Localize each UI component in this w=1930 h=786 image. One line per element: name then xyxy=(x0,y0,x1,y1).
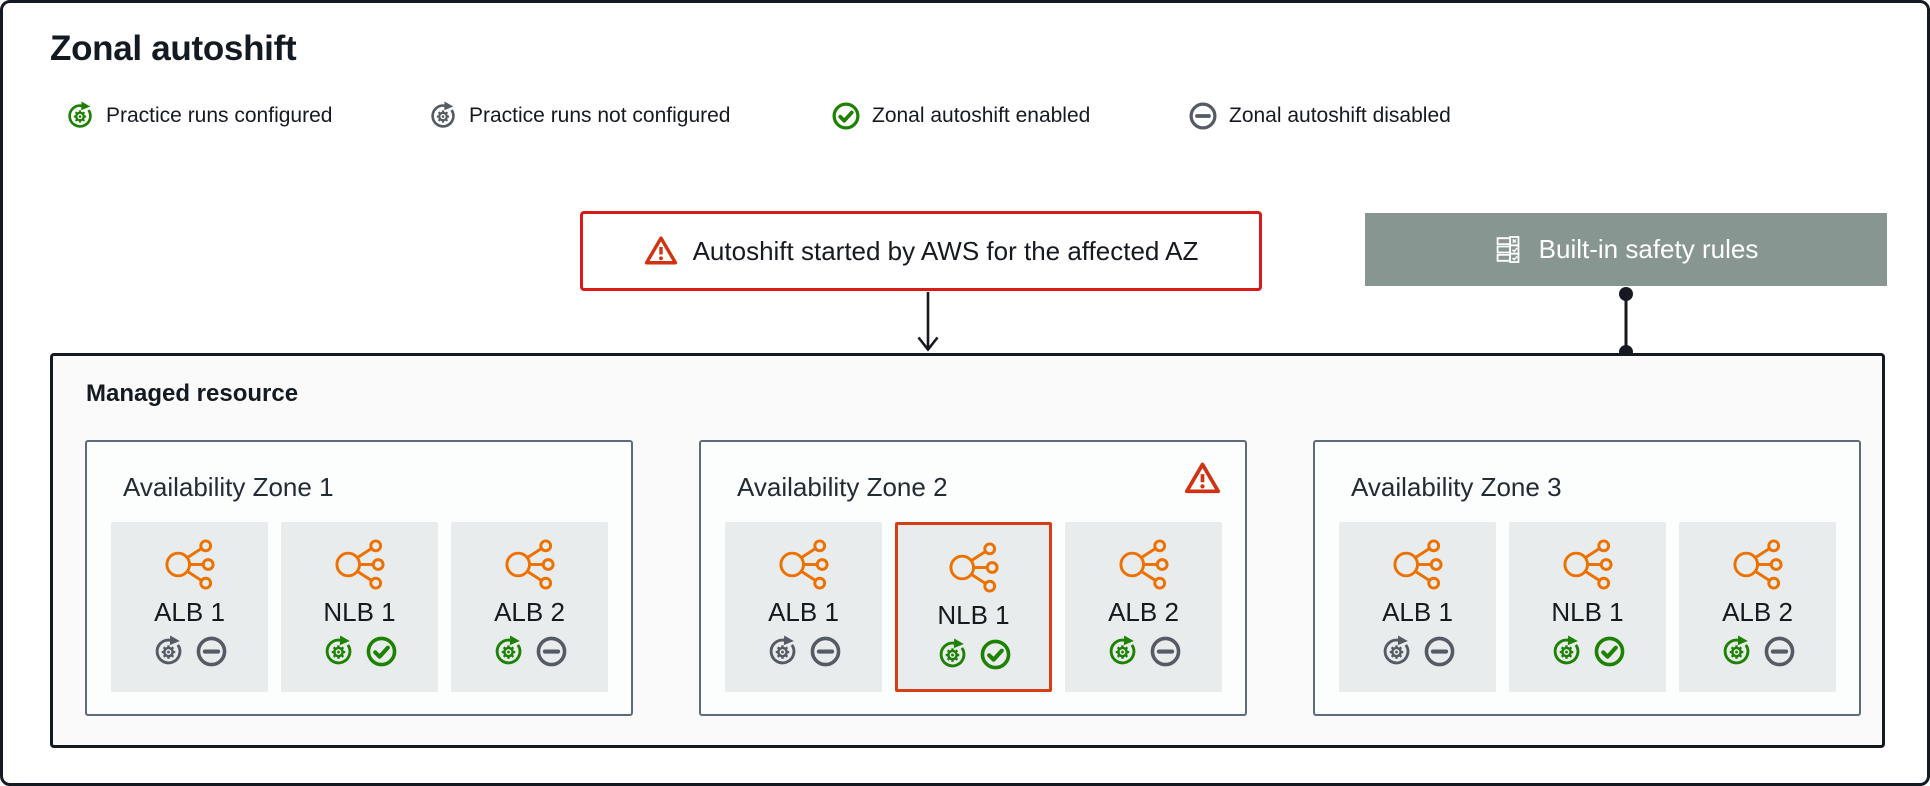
arrow-down-connector xyxy=(917,292,939,352)
resource-status-row xyxy=(1720,635,1796,668)
resource-status-row xyxy=(1380,635,1456,668)
resource-card: ALB 2 xyxy=(1065,522,1222,692)
legend-item-autoshift-enabled: Zonal autoshift enabled xyxy=(831,100,1090,132)
practice-runs-configured-icon xyxy=(936,638,969,671)
load-balancer-icon xyxy=(331,537,389,592)
resource-status-row xyxy=(1106,635,1182,668)
resource-label: NLB 1 xyxy=(937,600,1010,630)
zonal-autoshift-disabled-icon xyxy=(1188,101,1218,131)
legend-item-autoshift-disabled: Zonal autoshift disabled xyxy=(1188,100,1451,132)
load-balancer-icon xyxy=(775,537,833,592)
zonal-autoshift-disabled-icon xyxy=(1763,635,1796,668)
availability-zone: Availability Zone 2 ALB 1 NLB 1 ALB 2 xyxy=(699,440,1247,716)
availability-zone: Availability Zone 1 ALB 1 NLB 1 ALB 2 xyxy=(85,440,633,716)
zonal-autoshift-enabled-icon xyxy=(831,101,861,131)
legend-label: Zonal autoshift disabled xyxy=(1229,104,1451,127)
safety-rules-label: Built-in safety rules xyxy=(1538,234,1759,264)
resource-status-row xyxy=(766,635,842,668)
safety-rules-connector xyxy=(1619,287,1633,359)
resource-label: NLB 1 xyxy=(323,597,396,627)
managed-resource-container: Managed resource Availability Zone 1 ALB… xyxy=(50,353,1885,748)
safety-rules-checklist-icon xyxy=(1494,235,1525,264)
legend-item-practice-configured: Practice runs configured xyxy=(65,100,332,132)
practice-runs-configured-icon xyxy=(322,635,355,668)
legend-item-practice-not-configured: Practice runs not configured xyxy=(428,100,730,132)
resource-status-row xyxy=(322,635,398,668)
legend-label: Practice runs configured xyxy=(106,104,333,127)
resource-status-row xyxy=(936,638,1012,671)
zonal-autoshift-disabled-icon xyxy=(535,635,568,668)
resource-card: ALB 2 xyxy=(451,522,608,692)
zone-warning-triangle-icon xyxy=(1184,460,1221,497)
zone-title: Availability Zone 1 xyxy=(123,472,334,502)
practice-runs-configured-icon xyxy=(492,635,525,668)
autoshift-alert-text: Autoshift started by AWS for the affecte… xyxy=(692,235,1199,266)
load-balancer-icon xyxy=(945,540,1003,595)
zone-title: Availability Zone 2 xyxy=(737,472,948,502)
resource-card: NLB 1 xyxy=(895,522,1052,692)
zonal-autoshift-enabled-icon xyxy=(979,638,1012,671)
zonal-autoshift-enabled-icon xyxy=(1593,635,1626,668)
resource-cards-row: ALB 1 NLB 1 ALB 2 xyxy=(111,522,608,692)
zones-row: Availability Zone 1 ALB 1 NLB 1 ALB 2 Av… xyxy=(85,440,1861,716)
practice-runs-not-configured-icon xyxy=(428,101,458,131)
load-balancer-icon xyxy=(1729,537,1787,592)
resource-label: ALB 2 xyxy=(1722,597,1793,627)
legend-label: Practice runs not configured xyxy=(469,104,731,127)
resource-label: NLB 1 xyxy=(1551,597,1624,627)
resource-status-row xyxy=(492,635,568,668)
load-balancer-icon xyxy=(1115,537,1173,592)
page-title: Zonal autoshift xyxy=(50,29,297,68)
built-in-safety-rules-badge: Built-in safety rules xyxy=(1365,213,1887,286)
warning-triangle-icon xyxy=(644,234,678,268)
resource-card: ALB 1 xyxy=(725,522,882,692)
resource-status-row xyxy=(152,635,228,668)
zonal-autoshift-disabled-icon xyxy=(1149,635,1182,668)
legend-label: Zonal autoshift enabled xyxy=(872,104,1091,127)
load-balancer-icon xyxy=(1559,537,1617,592)
resource-card: NLB 1 xyxy=(1509,522,1666,692)
availability-zone: Availability Zone 3 ALB 1 NLB 1 ALB 2 xyxy=(1313,440,1861,716)
resource-card: NLB 1 xyxy=(281,522,438,692)
resource-cards-row: ALB 1 NLB 1 ALB 2 xyxy=(725,522,1222,692)
zonal-autoshift-enabled-icon xyxy=(365,635,398,668)
resource-card: ALB 1 xyxy=(1339,522,1496,692)
resource-label: ALB 1 xyxy=(768,597,839,627)
zonal-autoshift-disabled-icon xyxy=(1423,635,1456,668)
zone-title: Availability Zone 3 xyxy=(1351,472,1562,502)
zonal-autoshift-disabled-icon xyxy=(195,635,228,668)
zonal-autoshift-disabled-icon xyxy=(809,635,842,668)
resource-label: ALB 2 xyxy=(1108,597,1179,627)
load-balancer-icon xyxy=(161,537,219,592)
load-balancer-icon xyxy=(1389,537,1447,592)
resource-card: ALB 1 xyxy=(111,522,268,692)
practice-runs-not-configured-icon xyxy=(766,635,799,668)
resource-label: ALB 2 xyxy=(494,597,565,627)
resource-label: ALB 1 xyxy=(154,597,225,627)
managed-resource-title: Managed resource xyxy=(86,380,299,407)
practice-runs-not-configured-icon xyxy=(1380,635,1413,668)
resource-card: ALB 2 xyxy=(1679,522,1836,692)
practice-runs-configured-icon xyxy=(1106,635,1139,668)
practice-runs-configured-icon xyxy=(65,101,95,131)
load-balancer-icon xyxy=(501,537,559,592)
resource-cards-row: ALB 1 NLB 1 ALB 2 xyxy=(1339,522,1836,692)
autoshift-alert-box: Autoshift started by AWS for the affecte… xyxy=(580,211,1262,291)
practice-runs-configured-icon xyxy=(1550,635,1583,668)
practice-runs-configured-icon xyxy=(1720,635,1753,668)
resource-status-row xyxy=(1550,635,1626,668)
practice-runs-not-configured-icon xyxy=(152,635,185,668)
resource-label: ALB 1 xyxy=(1382,597,1453,627)
